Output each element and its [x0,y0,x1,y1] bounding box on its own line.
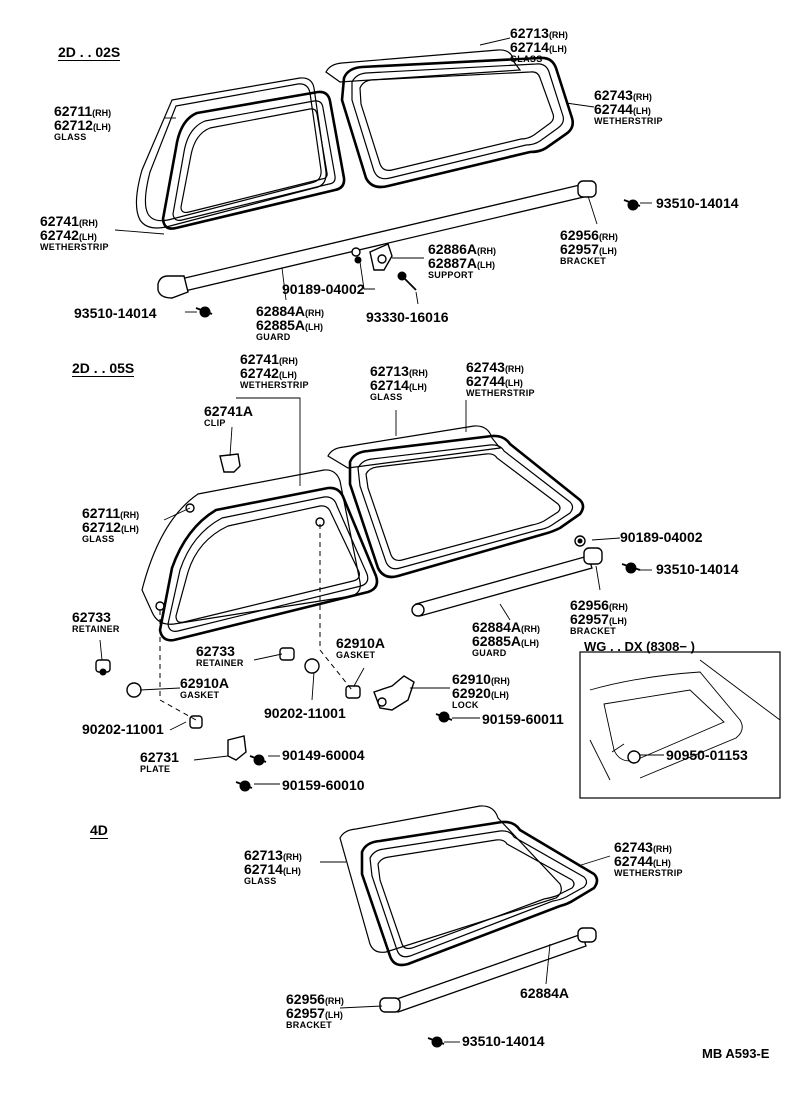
s3-guard-rod [379,927,597,1013]
label-s3-glass: 62713(RH) 62714(LH) GLASS [244,847,302,886]
label-s2-weatherstrip-front: 62741(RH) 62742(LH) WETHERSTRIP [240,351,309,390]
s1-front-weatherstrip [161,90,346,230]
s3-glass [339,805,562,953]
label-s2-screw-lock: 90159-60011 [482,711,564,727]
s2-front-weatherstrip [158,486,379,642]
label-s2-screw-plate-a: 90149-60004 [282,747,365,763]
label-s2-bracket: 62956(RH) 62957(LH) BRACKET [570,597,628,636]
label-s1-guard: 62884A(RH) 62885A(LH) GUARD [256,303,325,342]
label-s1-support: 62886A(RH) 62887A(LH) SUPPORT [428,241,497,280]
label-s3-weatherstrip: 62743(RH) 62744(LH) WETHERSTRIP [614,839,683,878]
diagram-code: MB A593-E [702,1046,770,1061]
s2-fasteners [95,647,415,761]
inset-heading: WG . . DX (8308− ) [584,639,695,654]
s2-rear-glass [327,425,502,469]
section-heading-4d: 4D [90,822,108,839]
label-s2-clip: 62741A CLIP [204,403,254,428]
label-inset-part: 90950-01153 [666,747,748,763]
s2-guard-rod [411,535,603,617]
label-s2-gasket-right: 62910A GASKET [336,635,386,660]
label-s2-glass-rear: 62713(RH) 62714(LH) GLASS [370,363,428,402]
s2-rear-weatherstrip [348,434,585,579]
s1-rear-weatherstrip [340,56,575,189]
label-s3-screw: 93510-14014 [462,1033,545,1049]
label-s2-plate: 62731 PLATE [140,749,179,774]
label-s1-screw-right: 93510-14014 [656,195,739,211]
label-s2-gasket-left: 62910A GASKET [180,675,230,700]
label-s1-screw-left: 93510-14014 [74,305,157,321]
label-s2-glass-front: 62711(RH) 62712(LH) GLASS [82,505,140,544]
section-heading-2d-02s: 2D . . 02S [58,44,121,61]
label-s1-weatherstrip-front: 62741(RH) 62742(LH) WETHERSTRIP [40,213,109,252]
s3-screw [427,1036,445,1048]
label-s1-weatherstrip-rear: 62743(RH) 62744(LH) WETHERSTRIP [594,87,663,126]
label-s3-bracket: 62956(RH) 62957(LH) BRACKET [286,991,344,1030]
label-s2-guard: 62884A(RH) 62885A(LH) GUARD [472,619,541,658]
label-s1-bolt-a: 90189-04002 [282,281,365,297]
label-s2-nut-left: 90202-11001 [82,721,164,737]
label-s2-nut-mid: 90202-11001 [264,705,346,721]
label-s1-glass-rear: 62713(RH) 62714(LH) GLASS [510,25,568,64]
label-s2-screw-plate-b: 90159-60010 [282,777,365,793]
label-s2-lock: 62910(RH) 62920(LH) LOCK [452,671,510,710]
label-s1-glass-front: 62711(RH) 62712(LH) GLASS [54,103,112,142]
s2-screws [235,562,641,792]
label-s2-weatherstrip-rear: 62743(RH) 62744(LH) WETHERSTRIP [466,359,535,398]
s1-rear-glass [325,49,522,83]
s3-weatherstrip [360,820,599,967]
label-s1-bracket: 62956(RH) 62957(LH) BRACKET [560,227,618,266]
label-s2-retainer-mid: 62733 RETAINER [196,643,244,668]
s2-clip [219,453,241,473]
s1-screws [195,199,641,318]
inset-box [579,651,781,799]
label-s3-guard: 62884A [520,985,570,1001]
label-s2-bolt-top: 90189-04002 [620,529,703,545]
section-heading-2d-05s: 2D . . 05S [72,360,135,377]
label-s2-screw-right: 93510-14014 [656,561,739,577]
label-s1-bolt-b: 93330-16016 [366,309,449,325]
s1-support [351,243,417,291]
s1-guard-rod [157,180,597,299]
label-s2-retainer-left: 62733 RETAINER [72,609,120,634]
